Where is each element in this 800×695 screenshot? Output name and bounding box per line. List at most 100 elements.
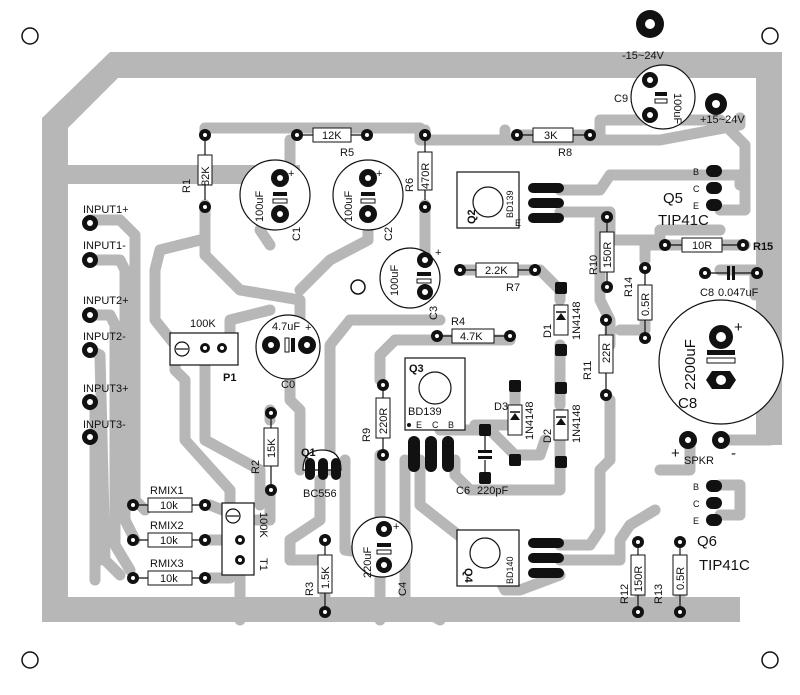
rmix2-value: 10k [160, 535, 178, 547]
c8-bulk-value: 2200uF [682, 339, 699, 390]
t1-ref: T1 [257, 558, 269, 571]
svg-text:E: E [693, 516, 699, 526]
svg-text:E: E [543, 569, 549, 579]
transistor-q5: B C E Q5 TIP41C [658, 165, 722, 229]
capacitor-c4: 220uF C4 + [351, 516, 413, 596]
q6-ref: Q6 [697, 533, 717, 550]
r8-value: 3K [544, 130, 558, 142]
c6-value: 220pF [477, 485, 508, 497]
r14-value: 0.5R [640, 293, 652, 316]
resistor-rmix1: 10k RMIX1 [127, 485, 211, 513]
q5-ref: Q5 [663, 190, 683, 207]
spkr-minus: - [731, 445, 736, 462]
resistor-r3: 1.5K R3 [304, 534, 333, 618]
r15-ref: R15 [753, 241, 773, 253]
r9-ref: R9 [361, 428, 373, 442]
resistor-r6: 470R R6 [404, 129, 433, 213]
q1-part: BC556 [303, 488, 337, 500]
input-2-minus: INPUT2- [82, 331, 126, 358]
transistor-q2: Q2 BD139 E B C E [456, 171, 564, 229]
mounting-hole [350, 279, 366, 295]
svg-text:B: B [693, 167, 699, 177]
supply-pos-label: +15~24V [700, 114, 745, 126]
svg-text:B: B [543, 539, 549, 549]
potentiometer-t1: 100K T1 [221, 502, 269, 576]
c9-value: 100uF [671, 93, 683, 124]
svg-text:E: E [416, 420, 422, 430]
c4-value: 220uF [362, 547, 374, 578]
c0-value: 4.7uF [272, 321, 300, 333]
input1-plus-label: INPUT1+ [83, 204, 129, 216]
r13-value: 0.5R [675, 567, 687, 590]
q6-part: TIP41C [699, 557, 750, 574]
mounting-hole [761, 27, 779, 45]
svg-text:B: B [543, 184, 549, 194]
q4-ref: Q4 [462, 568, 474, 584]
capacitor-c8-film: C8 0.047uF [699, 266, 763, 299]
q3-part: BD139 [408, 406, 442, 418]
r1-ref: R1 [181, 179, 193, 193]
r10-ref: R10 [588, 255, 600, 275]
rmix3-ref: RMIX3 [150, 558, 184, 570]
resistor-r14: 0.5R R14 [623, 262, 653, 344]
resistor-r11: 22R R11 [582, 314, 614, 401]
mounting-hole [761, 651, 779, 669]
capacitor-c1: 100uF C1 + [239, 159, 311, 241]
resistor-r2: 15K R2 [250, 407, 279, 496]
d1-value: 1N4148 [571, 301, 583, 340]
svg-text:E: E [693, 201, 699, 211]
q4-part: BD140 [505, 556, 515, 584]
r2-ref: R2 [250, 460, 262, 474]
d3-ref: D3 [494, 401, 508, 413]
c2-ref: C2 [383, 227, 395, 241]
q3-ref: Q3 [409, 363, 424, 375]
d1-ref: D1 [542, 324, 554, 338]
c3-value: 100uF [389, 265, 401, 296]
rmix1-value: 10k [160, 500, 178, 512]
r6-value: 470R [420, 163, 432, 189]
d2-ref: D2 [542, 429, 554, 443]
svg-text:+: + [393, 521, 399, 533]
r14-ref: R14 [623, 277, 635, 297]
svg-text:+: + [435, 247, 441, 259]
input-3-plus: INPUT3+ [82, 383, 129, 410]
q5-part: TIP41C [658, 212, 709, 229]
input-1-minus: INPUT1- [82, 240, 126, 268]
capacitor-c8-bulk: 2200uF C8 + [658, 299, 784, 425]
rmix3-value: 10k [160, 573, 178, 585]
resistor-r4: 4.7K R4 [431, 316, 516, 344]
capacitor-c2: 100uF C2 + [332, 159, 404, 241]
resistor-rmix2: 10k RMIX2 [127, 520, 211, 548]
c0-ref: C0 [281, 379, 295, 391]
r3-value: 1.5K [320, 566, 332, 589]
q2-pins: E [515, 218, 521, 228]
r4-ref: R4 [451, 316, 465, 328]
r8-ref: R8 [558, 147, 572, 159]
c2-value: 100uF [343, 191, 355, 222]
spkr-plus: + [671, 445, 680, 462]
potentiometer-p1: 100K P1 [169, 318, 239, 384]
r10-value: 150R [602, 242, 614, 268]
diode-d1: D1 1N4148 [542, 282, 583, 356]
svg-text:C: C [543, 554, 550, 564]
p1-value: 100K [190, 318, 216, 330]
mounting-holes [21, 27, 779, 669]
input2-plus-label: INPUT2+ [83, 295, 129, 307]
d2-value: 1N4148 [571, 404, 583, 443]
c6-ref: C6 [456, 485, 470, 497]
c8-bulk-ref: C8 [678, 395, 697, 412]
mounting-hole [21, 27, 39, 45]
svg-text:C: C [693, 184, 700, 194]
resistor-rmix3: 10k RMIX3 [127, 558, 211, 586]
r1-value: 82K [200, 166, 212, 186]
diode-d3: D3 1N4148 [494, 380, 536, 466]
resistor-r9: 220R R9 [361, 379, 391, 461]
transistor-q6: B C E Q6 TIP41C [693, 480, 750, 574]
resistor-r8: 3K R8 [511, 127, 596, 159]
svg-text:C: C [543, 199, 550, 209]
t1-value: 100K [257, 512, 269, 538]
transistor-q3: Q3 BD139 E C B [404, 357, 466, 472]
transistor-q1: C B E Q1 BC556 [301, 447, 342, 500]
rmix1-ref: RMIX1 [150, 485, 184, 497]
